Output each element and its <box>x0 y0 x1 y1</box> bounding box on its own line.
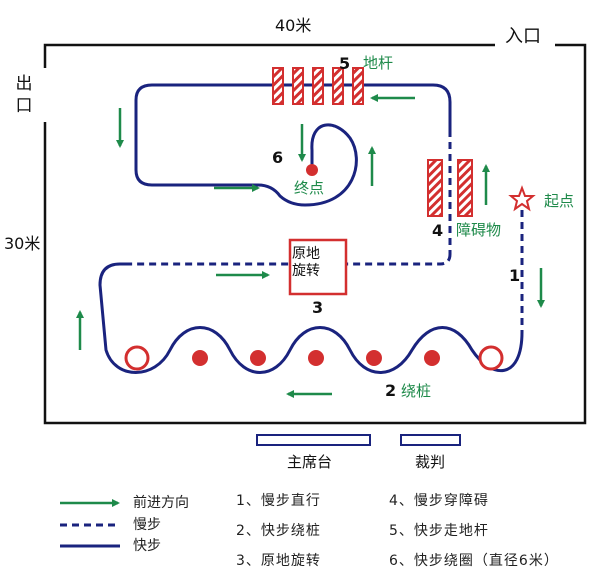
fast-path-weave <box>98 262 524 374</box>
rotate-box <box>288 238 348 296</box>
referee-bar <box>400 434 461 446</box>
weave-poles <box>124 345 504 371</box>
ground-pole <box>292 67 304 105</box>
pole-hollow-left <box>124 345 150 371</box>
pole <box>308 350 324 366</box>
legend-symbols <box>60 499 120 548</box>
ground-pole <box>272 67 284 105</box>
start-label: 起点 <box>544 192 575 210</box>
main-stand-label: 主席台 <box>287 453 333 471</box>
obstacle <box>457 159 473 217</box>
obstacles <box>427 159 473 217</box>
station-5-label: 地杆 <box>363 54 394 72</box>
exit-label: 出 口 <box>14 73 34 117</box>
station-6-number: 6 <box>272 148 284 167</box>
exit-char-1: 出 <box>15 74 33 94</box>
step-3: 3、原地旋转 <box>236 553 321 569</box>
height-label: 30米 <box>4 234 41 253</box>
pole-hollow-right <box>478 345 504 371</box>
step-6: 6、快步绕圈（直径6米） <box>389 553 559 569</box>
legend-fast-label: 快步 <box>133 538 161 554</box>
finish-label: 终点 <box>294 179 325 197</box>
pole <box>366 350 382 366</box>
station-4-number: 4 <box>432 221 444 240</box>
referee-label: 裁判 <box>415 453 446 471</box>
fast-path-poles <box>134 83 452 207</box>
station-4-label: 障碍物 <box>456 221 502 239</box>
slow-path <box>130 130 524 332</box>
obstacle <box>427 159 443 217</box>
pole <box>424 350 440 366</box>
station-3-number: 3 <box>312 298 324 317</box>
arena-boundary <box>43 43 587 425</box>
pole <box>192 350 208 366</box>
step-1: 1、慢步直行 <box>236 493 321 509</box>
legend-direction-label: 前进方向 <box>133 495 189 511</box>
station-1-number: 1 <box>509 266 521 285</box>
step-4: 4、慢步穿障碍 <box>389 493 489 509</box>
rotate-box-label: 原地旋转 <box>292 246 320 279</box>
legend-slow-label: 慢步 <box>133 517 161 533</box>
pole <box>250 350 266 366</box>
exit-char-2: 口 <box>15 96 33 116</box>
width-label: 40米 <box>275 16 312 35</box>
finish-dot <box>306 164 318 176</box>
direction-arrows <box>76 94 545 398</box>
ground-poles <box>272 67 364 105</box>
station-2-number: 2 <box>385 381 397 400</box>
start-star-icon <box>508 185 536 212</box>
fast-path <box>98 83 524 374</box>
ground-pole <box>332 67 344 105</box>
station-2-label: 绕桩 <box>401 382 432 400</box>
slow-path-rotate <box>130 253 452 266</box>
station-5-number: 5 <box>339 54 351 73</box>
ground-pole <box>312 67 324 105</box>
step-5: 5、快步走地杆 <box>389 523 489 539</box>
main-stand-bar <box>256 434 371 446</box>
step-2: 2、快步绕桩 <box>236 523 321 539</box>
entrance-label: 入口 <box>505 26 541 47</box>
ground-pole <box>352 67 364 105</box>
